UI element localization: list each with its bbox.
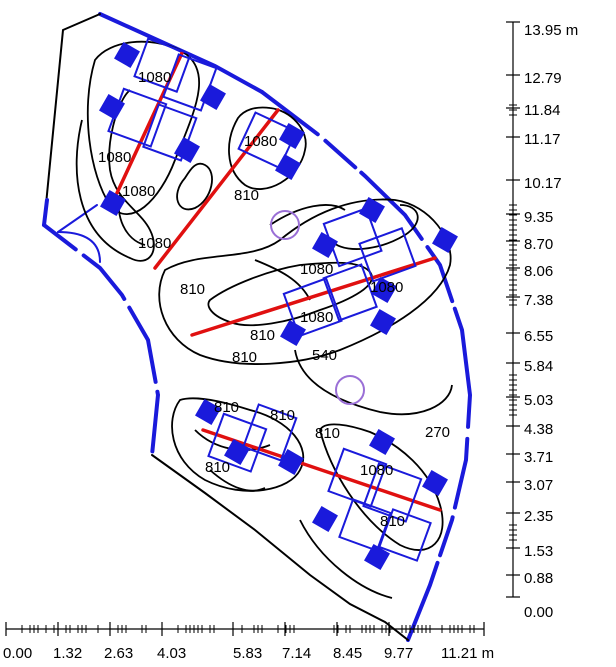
x-tick-label: 11.21 m — [441, 645, 494, 662]
luminaire-icon — [423, 471, 448, 496]
luminaire-icon — [115, 43, 140, 68]
y-tick-label: 0.88 — [524, 570, 553, 587]
contour-label: 1080 — [244, 133, 277, 150]
left-wall-blue — [44, 200, 47, 225]
x-tick-label: 7.14 — [282, 645, 311, 662]
left-wall — [44, 14, 100, 225]
y-tick-label: 0.00 — [524, 604, 553, 621]
vertical-scale: 13.95 m 12.79 11.84 11.17 10.17 9.35 8.7… — [506, 22, 578, 621]
y-tick-label: 5.03 — [524, 392, 553, 409]
x-tick-label: 2.63 — [104, 645, 133, 662]
contour-label: 810 — [214, 399, 239, 416]
y-tick-label: 3.07 — [524, 477, 553, 494]
y-tick-label: 11.17 — [524, 131, 560, 148]
contour-label: 810 — [315, 425, 340, 442]
contour-label: 1080 — [370, 279, 403, 296]
y-tick-label: 1.53 — [524, 543, 553, 560]
y-tick-label: 8.06 — [524, 263, 553, 280]
y-tick-label: 6.55 — [524, 328, 553, 345]
luminaire-icon — [276, 155, 301, 180]
contour-label: 1080 — [300, 261, 333, 278]
contour-label: 1080 — [138, 69, 171, 86]
contour-label: 540 — [312, 347, 337, 364]
y-tick-label: 8.70 — [524, 236, 553, 253]
luminaire-icon — [313, 507, 338, 532]
y-tick-label: 3.71 — [524, 449, 553, 466]
contour-label: 270 — [425, 424, 450, 441]
contour-label: 1080 — [300, 309, 333, 326]
y-tick-label: 5.84 — [524, 358, 553, 375]
luminaire-icon — [371, 310, 396, 335]
contour-label: 810 — [250, 327, 275, 344]
contour-label: 810 — [234, 187, 259, 204]
column-2 — [336, 376, 364, 404]
y-tick-label: 11.84 — [524, 102, 560, 119]
contour-label: 810 — [380, 513, 405, 530]
contour-label: 810 — [270, 407, 295, 424]
contour-label: 810 — [232, 349, 257, 366]
lower-left-wall — [44, 225, 158, 455]
luminaire-icon — [201, 85, 226, 110]
x-tick-label: 9.77 — [384, 645, 413, 662]
contour-label: 810 — [180, 281, 205, 298]
y-tick-label: 4.38 — [524, 421, 553, 438]
contour-labels: 1080 1080 1080 1080 1080 810 810 1080 10… — [98, 69, 450, 530]
x-tick-label: 1.32 — [53, 645, 82, 662]
contour-label: 1080 — [360, 462, 393, 479]
y-tick-label: 2.35 — [524, 508, 553, 525]
x-tick-label: 4.03 — [157, 645, 186, 662]
y-tick-label: 12.79 — [524, 70, 562, 87]
luminaire-icon — [433, 228, 458, 253]
contour-label: 1080 — [138, 235, 171, 252]
x-tick-label: 0.00 — [3, 645, 32, 662]
door-leaf — [58, 205, 97, 232]
door-arc — [58, 232, 100, 262]
x-tick-label: 5.83 — [233, 645, 262, 662]
y-tick-label: 13.95 m — [524, 22, 578, 39]
contour-label: 810 — [205, 459, 230, 476]
y-tick-label: 10.17 — [524, 175, 562, 192]
y-tick-label: 7.38 — [524, 292, 553, 309]
x-tick-label: 8.45 — [333, 645, 362, 662]
horizontal-scale: 0.00 1.32 2.63 4.03 5.83 7.14 8.45 9.77 … — [3, 622, 494, 662]
y-tick-label: 9.35 — [524, 209, 553, 226]
contour-label: 1080 — [122, 183, 155, 200]
contour-label: 1080 — [98, 149, 131, 166]
